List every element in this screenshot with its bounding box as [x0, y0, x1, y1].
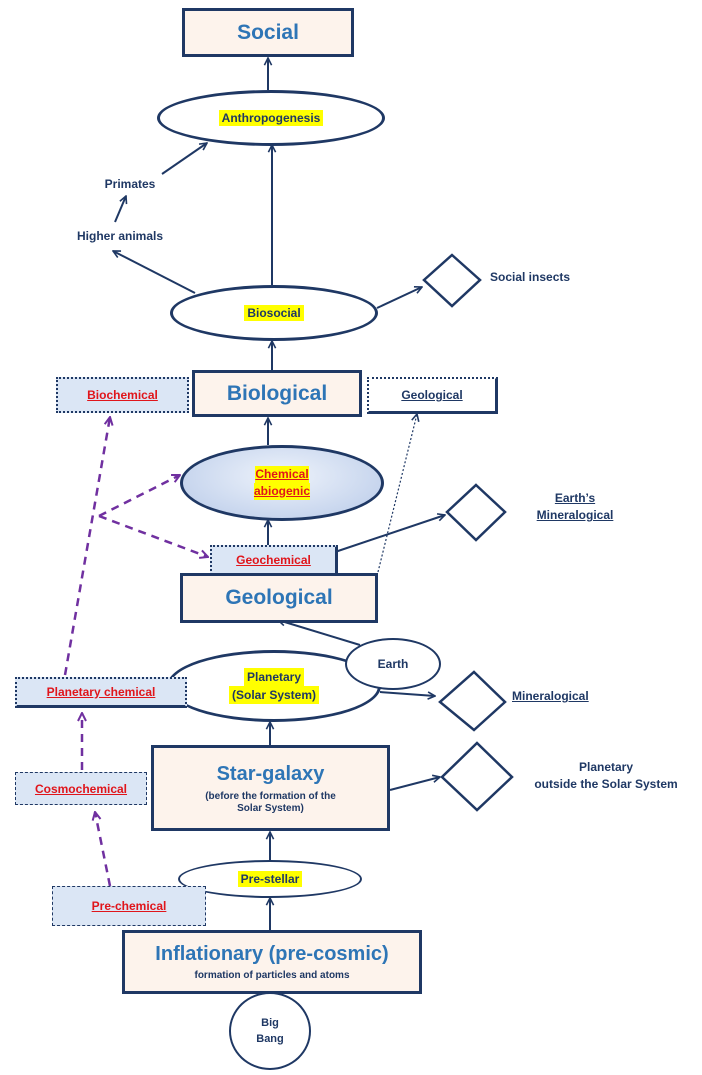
geological-big-box: Geological	[180, 573, 378, 623]
star-galaxy-sub-line2: Solar System)	[237, 802, 304, 814]
big-bang-line1: Big	[261, 1017, 279, 1029]
diamond-social-insects	[422, 253, 482, 308]
chemical-abiogenic-ellipse: Chemical abiogenic	[180, 445, 384, 521]
mineralogical-text: Mineralogical	[512, 689, 589, 703]
chemical-abiogenic-line2: abiogenic	[253, 483, 310, 500]
big-bang-line2: Bang	[256, 1033, 284, 1045]
inflationary-label: Inflationary (pre-cosmic)	[155, 943, 389, 965]
arrow-earth-to-geological	[278, 620, 361, 646]
arrow-planetary-to-mineralogical	[379, 691, 435, 696]
higher-animals-label: Higher animals	[76, 229, 164, 243]
dashed-prechemical-to-cosmochemical	[95, 812, 112, 887]
diamond-planetary-outside	[440, 741, 514, 812]
star-galaxy-box: Star-galaxy (before the formation of the…	[151, 745, 390, 831]
arrow-star-to-outside	[389, 777, 440, 791]
geological-big-label: Geological	[225, 586, 333, 609]
earths-mineralogical-line2: Mineralogical	[536, 508, 614, 522]
pre-chemical-box: Pre-chemical	[52, 886, 206, 926]
anthropogenesis-label: Anthropogenesis	[218, 110, 324, 126]
primates-label: Primates	[104, 177, 156, 191]
dashed-branch-to-chemical	[98, 473, 180, 518]
pre-stellar-ellipse: Pre-stellar	[178, 860, 362, 898]
planetary-outside-line1: Planetary	[578, 760, 634, 774]
geological-small-box: Geological	[367, 377, 498, 414]
inflationary-sub: formation of particles and atoms	[194, 970, 350, 981]
arrow-primates-to-anthropogenesis	[161, 143, 207, 175]
star-galaxy-label: Star-galaxy	[216, 762, 325, 785]
diamond-earths-mineralogical	[445, 483, 507, 542]
social-box: Social	[182, 8, 354, 57]
planetary-chemical-label: Planetary chemical	[46, 685, 156, 699]
cosmochemical-label: Cosmochemical	[34, 781, 128, 796]
planetary-line2: (Solar System)	[228, 686, 320, 704]
arrow-geochemical-to-earths-mineralogical	[334, 515, 445, 553]
social-label: Social	[237, 20, 299, 44]
biological-box: Biological	[192, 370, 362, 417]
planetary-line1: Planetary	[243, 668, 305, 686]
planetary-outside-line2: outside the Solar System	[534, 777, 678, 791]
earth-ellipse: Earth	[345, 638, 441, 690]
dotted-geological-link	[377, 414, 417, 573]
big-bang-circle: Big Bang	[229, 992, 311, 1070]
biosocial-ellipse: Biosocial	[170, 285, 378, 341]
biochemical-box: Biochemical	[56, 377, 189, 413]
dashed-branch-to-geochemical	[98, 514, 208, 557]
star-galaxy-sub-line1: (before the formation of the	[205, 790, 336, 802]
arrow-biosocial-to-social-insects	[376, 287, 422, 309]
geological-small-label: Geological	[401, 388, 463, 402]
arrow-higher-animals-to-primates	[114, 196, 126, 223]
pre-chemical-label: Pre-chemical	[91, 899, 167, 913]
inflationary-box: Inflationary (pre-cosmic) formation of p…	[122, 930, 422, 994]
dashed-planetary-chemical-to-biochemical	[63, 417, 110, 676]
earth-label: Earth	[377, 657, 409, 671]
biosocial-label: Biosocial	[244, 305, 304, 321]
biochemical-label: Biochemical	[87, 388, 158, 402]
chemical-abiogenic-line1: Chemical	[255, 466, 309, 483]
geochemical-label: Geochemical	[236, 553, 311, 567]
biological-label: Biological	[226, 381, 328, 405]
arrow-biosocial-to-higher-animals	[113, 250, 196, 294]
earths-mineralogical-label: Earth’s Mineralogical	[520, 490, 630, 524]
social-insects-label: Social insects	[490, 270, 571, 284]
planetary-outside-label: Planetary outside the Solar System	[515, 759, 697, 793]
geochemical-box: Geochemical	[210, 545, 338, 575]
anthropogenesis-ellipse: Anthropogenesis	[157, 90, 385, 146]
earths-mineralogical-line1: Earth’s	[554, 491, 596, 505]
diamond-mineralogical	[438, 670, 507, 732]
planetary-chemical-box: Planetary chemical	[15, 677, 187, 708]
pre-stellar-label: Pre-stellar	[237, 871, 303, 887]
mineralogical-label: Mineralogical	[512, 688, 622, 705]
cosmochemical-box: Cosmochemical	[15, 772, 147, 805]
